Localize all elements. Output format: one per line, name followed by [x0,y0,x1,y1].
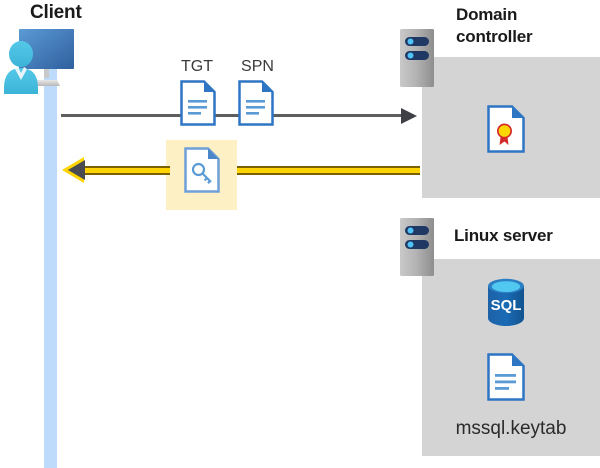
sql-database-label: SQL [491,297,522,314]
dc-to-client-arrowhead-icon [68,160,85,180]
tgt-document-icon [180,80,216,126]
dc-to-client-line-right [234,166,420,175]
linux-server-icon [400,218,434,276]
dc-to-client-line-left [78,166,170,175]
domain-controller-title-line2: controller [456,27,533,46]
sql-database-icon: SQL [485,278,527,326]
kerberos-ticket-key-document-icon [184,147,220,193]
client-title: Client [30,2,82,23]
keytab-file-label: mssql.keytab [455,418,567,439]
client-to-dc-arrowhead-icon [401,108,417,124]
client-user-with-monitor-icon [2,28,84,94]
client-lifeline-bar [44,62,57,468]
keytab-document-icon [487,353,525,401]
domain-controller-title-line1: Domain [456,5,518,24]
tgt-label: TGT [181,58,213,75]
client-to-dc-line [61,114,406,117]
spn-document-icon [238,80,274,126]
linux-server-title: Linux server [454,226,553,245]
spn-label: SPN [241,58,274,75]
domain-controller-server-icon [400,29,434,87]
certificate-document-icon [487,105,525,153]
domain-controller-title: Domain controller [456,4,586,48]
